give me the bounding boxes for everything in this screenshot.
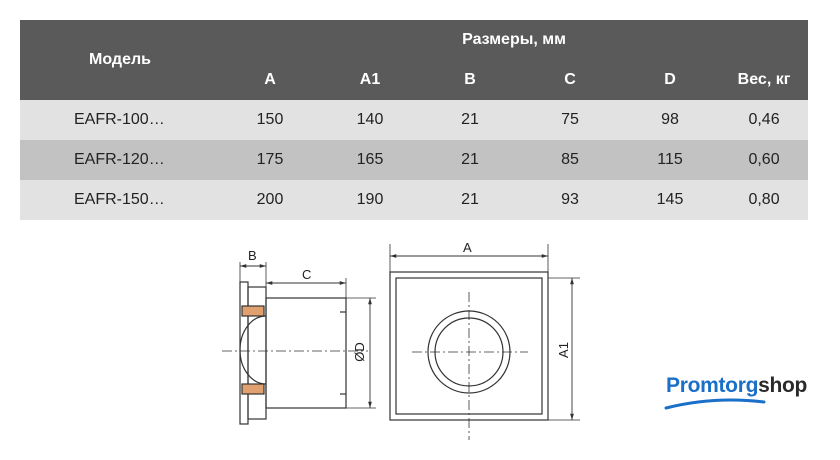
side-panel — [239, 281, 249, 425]
table-cell: 93 — [520, 180, 620, 220]
label-a1: A1 — [556, 342, 571, 358]
table-cell: 0,46 — [720, 100, 809, 140]
column-header-d: D — [620, 60, 720, 100]
model-cell: EAFR-150… — [20, 180, 220, 220]
front-view — [389, 244, 580, 440]
table-cell: 98 — [620, 100, 720, 140]
label-a: A — [463, 240, 472, 255]
model-cell: EAFR-120… — [20, 140, 220, 180]
label-d: ØD — [352, 342, 367, 362]
label-b: B — [248, 248, 257, 263]
table-cell: 21 — [420, 180, 520, 220]
table-cell: 150 — [220, 100, 320, 140]
model-cell: EAFR-100… — [20, 100, 220, 140]
table-row: EAFR-100… 150 140 21 75 98 0,46 — [20, 100, 809, 140]
label-c: C — [302, 267, 311, 282]
table-row: EAFR-150… 200 190 21 93 145 0,80 — [20, 180, 809, 220]
side-body — [265, 297, 347, 409]
column-header-a: A — [220, 60, 320, 100]
logo-part-shop: shop — [758, 374, 808, 397]
table-cell: 85 — [520, 140, 620, 180]
brand-logo: Promtorgshop — [666, 374, 807, 398]
table-cell: 21 — [420, 140, 520, 180]
logo-swoosh-icon — [664, 398, 766, 410]
technical-drawing: B C ØD A A1 — [222, 240, 580, 440]
side-duct-top — [241, 305, 265, 317]
logo-part-promtorg: Promtorg — [666, 374, 759, 397]
dimensions-header: Размеры, мм — [220, 20, 809, 60]
table-cell: 0,80 — [720, 180, 809, 220]
column-header-a1: A1 — [320, 60, 420, 100]
column-header-c: C — [520, 60, 620, 100]
table-cell: 165 — [320, 140, 420, 180]
column-header-b: B — [420, 60, 520, 100]
column-header-weight: Вес, кг — [720, 60, 809, 100]
table-cell: 140 — [320, 100, 420, 140]
table-cell: 145 — [620, 180, 720, 220]
table-cell: 115 — [620, 140, 720, 180]
table-cell: 75 — [520, 100, 620, 140]
side-duct-bottom — [241, 383, 265, 395]
side-view — [222, 262, 376, 425]
side-curve — [239, 315, 267, 385]
table-cell: 200 — [220, 180, 320, 220]
table-row: EAFR-120… 175 165 21 85 115 0,60 — [20, 140, 809, 180]
table-cell: 190 — [320, 180, 420, 220]
table-cell: 175 — [220, 140, 320, 180]
table-cell: 21 — [420, 100, 520, 140]
dimensions-table: Модель Размеры, мм A A1 B C D Вес, кг EA… — [20, 20, 809, 220]
model-header: Модель — [20, 20, 220, 100]
table-cell: 0,60 — [720, 140, 809, 180]
